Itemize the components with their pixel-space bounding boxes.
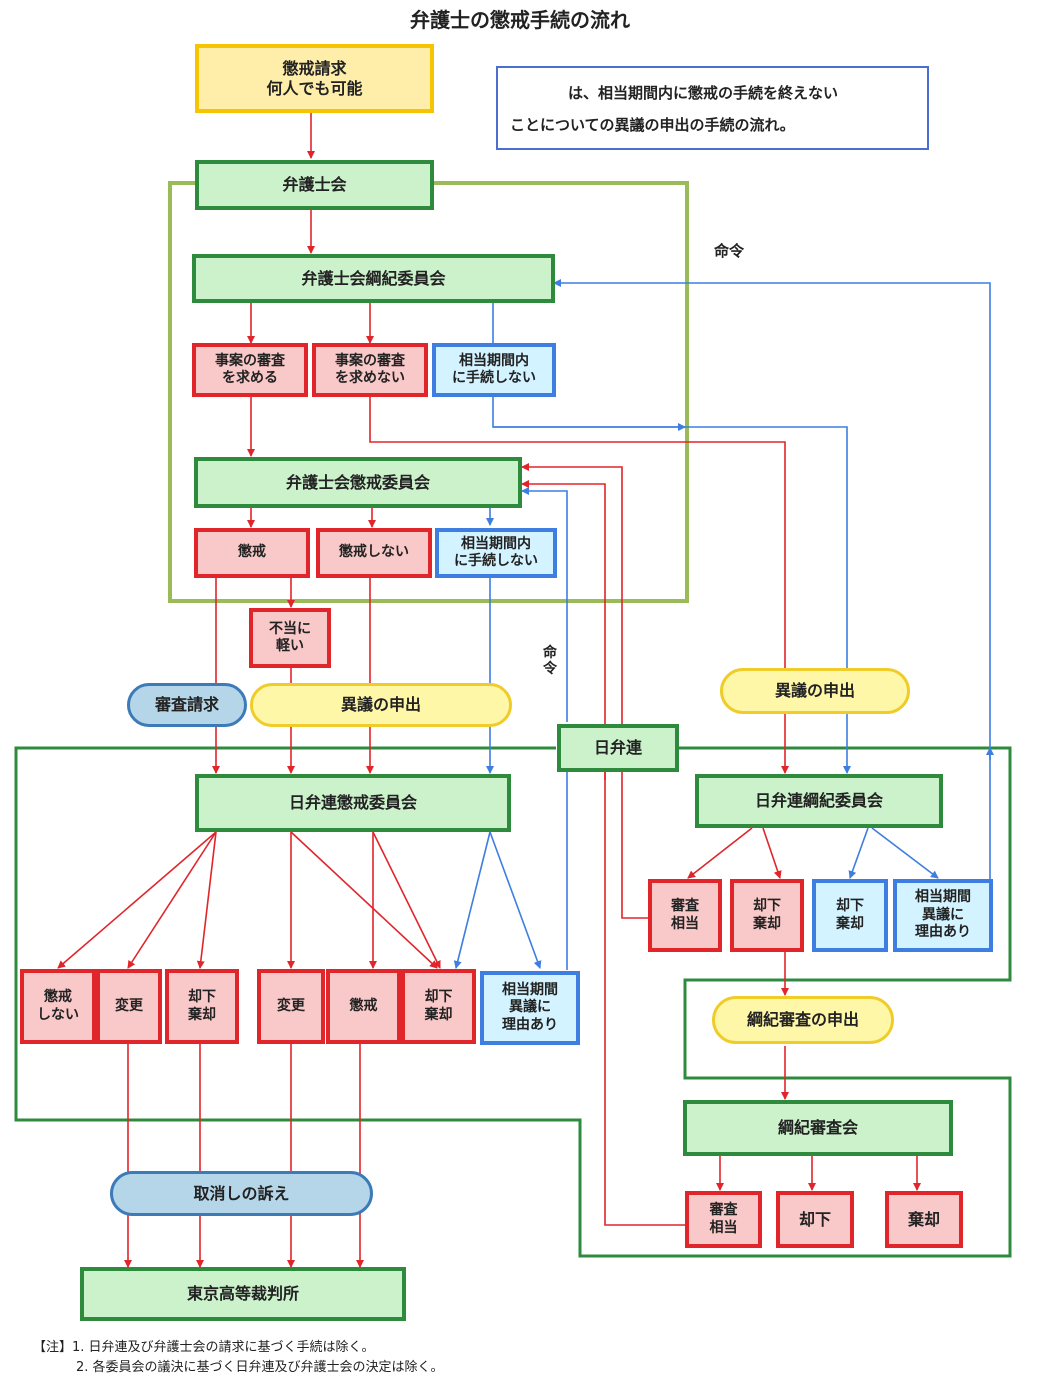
legend-note: は、相当期間内に懲戒の手続を終えない ことについての異議の申出の手続の流れ。: [496, 66, 929, 150]
box-ethics-dismiss: 棄却: [885, 1191, 963, 1248]
box-jfba-dismiss-red: 却下 棄却: [730, 879, 804, 952]
box-jfba-reasonable: 相当期間 異議に 理由あり: [893, 879, 993, 952]
box-ethics-review-ok: 審査 相当: [685, 1191, 762, 1248]
box-bar-association: 弁護士会: [195, 160, 434, 210]
box-outcome-dismiss-1: 却下 棄却: [165, 969, 239, 1044]
box-punish: 懲戒: [194, 528, 310, 578]
box-no-procedure-1: 相当期間内 に手続しない: [432, 343, 556, 397]
pill-objection-left: 異議の申出: [250, 683, 512, 727]
box-outcome-dismiss-2: 却下 棄却: [401, 969, 476, 1044]
box-tokyo-high-court: 東京高等裁判所: [80, 1267, 406, 1321]
box-outcome-reasonable: 相当期間 異議に 理由あり: [480, 971, 580, 1045]
box-jfba-discipline-committee: 日弁連綱紀委員会: [695, 774, 943, 828]
box-no-procedure-2: 相当期間内 に手続しない: [435, 528, 557, 578]
box-outcome-change-2: 変更: [257, 969, 325, 1044]
box-request: 懲戒請求 何人でも可能: [195, 44, 434, 113]
box-not-seek-review: 事案の審査 を求めない: [312, 343, 428, 397]
box-too-light: 不当に 軽い: [249, 608, 331, 668]
box-bar-punish-committee: 弁護士会懲戒委員会: [194, 457, 522, 508]
box-bar-discipline-committee: 弁護士会綱紀委員会: [192, 254, 555, 303]
box-outcome-no-punish: 懲戒 しない: [20, 969, 96, 1044]
box-ethics-board: 綱紀審査会: [683, 1100, 953, 1156]
pill-objection-right: 異議の申出: [720, 668, 910, 714]
box-seek-review: 事案の審査 を求める: [192, 343, 308, 397]
box-outcome-punish: 懲戒: [326, 969, 401, 1044]
box-nichibenren: 日弁連: [557, 724, 679, 772]
jfba-group-outline: [14, 746, 1012, 1258]
label-order-char-2: 令: [543, 661, 557, 678]
label-order-vertical: 命 令: [543, 645, 559, 677]
label-order-char-1: 命: [543, 645, 557, 661]
box-outcome-change-1: 変更: [96, 969, 162, 1044]
legend-line-2: ことについての異議の申出の手続の流れ。: [510, 115, 795, 134]
pill-review-request: 審査請求: [127, 683, 247, 727]
box-ethics-reject: 却下: [776, 1191, 854, 1248]
box-no-punish: 懲戒しない: [316, 528, 432, 578]
box-jfba-punish-committee: 日弁連懲戒委員会: [195, 774, 511, 832]
pill-annulment-suit: 取消しの訴え: [110, 1171, 373, 1216]
footnote-1: 【注】1. 日弁連及び弁護士会の請求に基づく手続は除く。: [33, 1340, 375, 1355]
box-jfba-dismiss-blue: 却下 棄却: [812, 879, 888, 952]
page-title: 弁護士の懲戒手続の流れ: [410, 8, 630, 32]
label-order-top: 命令: [714, 242, 745, 260]
box-jfba-review-ok: 審査 相当: [648, 879, 722, 952]
footnote-2: 2. 各委員会の議決に基づく日弁連及び弁護士会の決定は除く。: [76, 1360, 444, 1375]
pill-ethics-request: 綱紀審査の申出: [712, 996, 894, 1044]
legend-line-1: は、相当期間内に懲戒の手続を終えない: [568, 84, 839, 102]
